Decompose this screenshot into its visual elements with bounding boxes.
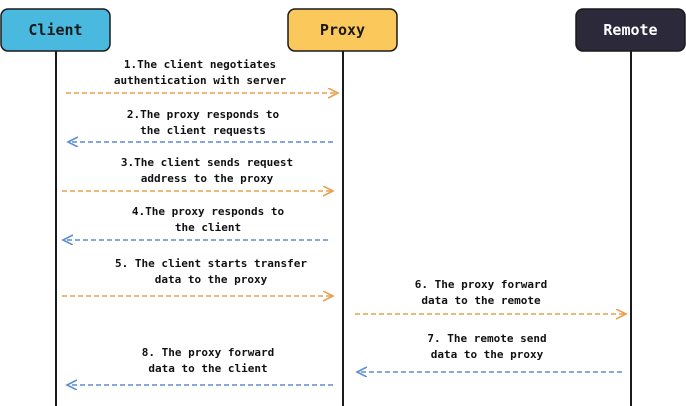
remote-participant: Remote (575, 8, 686, 52)
message-4-line2: the client (175, 221, 241, 234)
message-1-line2: authentication with server (114, 74, 287, 87)
proxy-box (287, 8, 398, 52)
message-5-line1: 5. The client starts transfer (115, 257, 307, 270)
message-8-line1: 8. The proxy forward (142, 346, 274, 359)
client-box (0, 8, 111, 52)
message-2-line1: 2.The proxy responds to (127, 108, 280, 121)
message-3-line1: 3.The client sends request (121, 156, 293, 169)
message-2: 2.The proxy responds to the client reque… (68, 108, 333, 142)
message-5: 5. The client starts transfer data to th… (62, 257, 333, 296)
message-6: 6. The proxy forward data to the remote (355, 278, 626, 314)
message-3: 3.The client sends request address to th… (62, 156, 333, 191)
message-2-line2: the client requests (140, 124, 266, 137)
proxy-label: Proxy (320, 21, 365, 39)
message-6-line2: data to the remote (421, 294, 541, 307)
message-7-line1: 7. The remote send (427, 332, 546, 345)
message-8: 8. The proxy forward data to the client (67, 346, 333, 385)
message-4-line1: 4.The proxy responds to (132, 205, 285, 218)
remote-box (575, 8, 686, 52)
proxy-participant: Proxy (287, 8, 398, 52)
message-1-line1: 1.The client negotiates (124, 58, 276, 71)
remote-label: Remote (603, 21, 657, 39)
message-3-line2: address to the proxy (141, 172, 274, 185)
message-6-line1: 6. The proxy forward (415, 278, 547, 291)
client-participant: Client (0, 8, 111, 52)
message-1: 1.The client negotiates authentication w… (66, 58, 338, 93)
message-8-line2: data to the client (148, 362, 267, 375)
message-7-line2: data to the proxy (431, 348, 544, 361)
client-label: Client (28, 21, 82, 39)
message-7: 7. The remote send data to the proxy (357, 332, 622, 372)
message-5-line2: data to the proxy (155, 273, 268, 286)
message-4: 4.The proxy responds to the client (63, 205, 328, 240)
